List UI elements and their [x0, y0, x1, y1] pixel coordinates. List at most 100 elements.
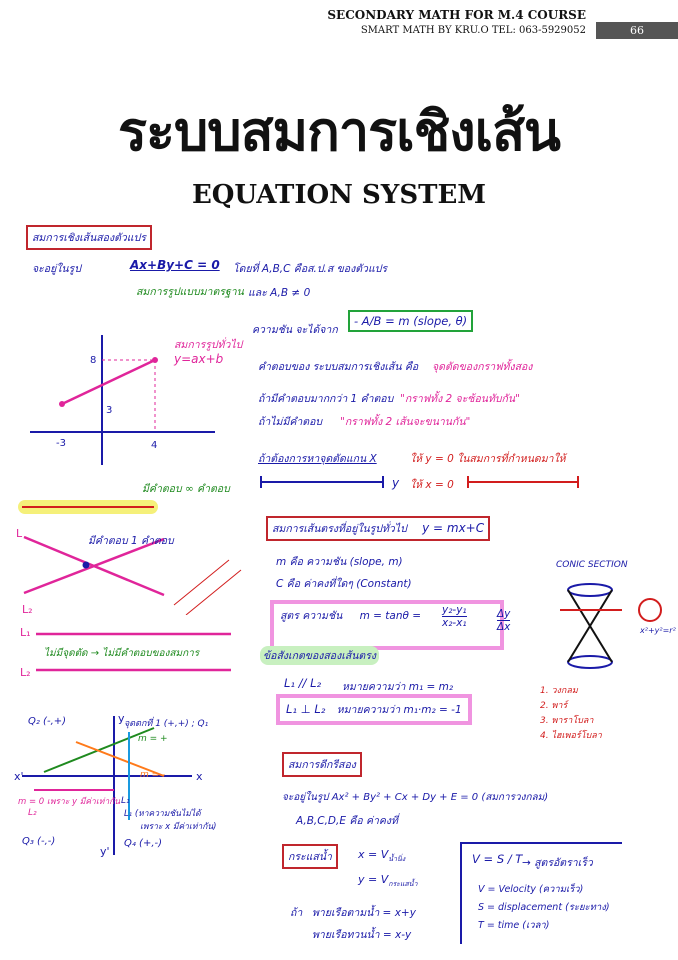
x-intercept-rule: ให้ y = 0 ในสมการที่กำหนดมาให้ — [410, 453, 566, 465]
quadrant-q4: Q₄ (+,-) — [124, 838, 163, 849]
graph-tick-4: 4 — [151, 440, 157, 451]
slope-delta-x: Δx — [497, 621, 511, 633]
quadrant-l2: L₂ — [28, 808, 37, 818]
quadrant-m-minus: m = - — [140, 770, 166, 780]
slope-fraction: y₂-y₁ x₂-x₁ — [442, 604, 467, 629]
slope-delta-fraction: Δy Δx — [497, 608, 511, 633]
intersecting-lines: L L₂ — [16, 527, 242, 615]
boat-downstream: พายเรือตามน้ำ = x+y — [312, 907, 416, 919]
section-general-line: สมการเส้นตรงที่อยู่ในรูปทั่วไป y = mx+C — [266, 516, 491, 541]
perpendicular-condition: L₁ ⊥ L₂ — [286, 702, 326, 716]
conic-title: CONIC SECTION — [556, 560, 628, 570]
graph-general-label: สมการรูปทั่วไป — [174, 339, 243, 351]
velocity-formula: V = S / T — [472, 852, 523, 866]
c-description: C คือ ค่าคงที่ใดๆ (Constant) — [276, 578, 412, 590]
boat-upstream: พายเรือทวนน้ำ = x-y — [312, 929, 412, 941]
quadrant-l1: L₁ — [121, 796, 130, 806]
perpendicular-box: L₁ ⊥ L₂ หมายความว่า m₁·m₂ = -1 — [276, 694, 472, 725]
stream-x: x = Vน้ำนิ่ง — [358, 848, 405, 865]
velocity-s: S = displacement (ระยะทาง) — [478, 902, 610, 913]
quadrant-l1-note-2: เพราะ x มีค่าเท่ากัน) — [140, 822, 217, 832]
header-course-title: SECONDARY MATH FOR M.4 COURSE — [327, 8, 586, 22]
graph-equation-label: y=ax+b — [174, 352, 224, 366]
line-label-L2: L₂ — [22, 603, 33, 615]
quad-axis-xp: x' — [14, 770, 24, 783]
many-answers-highlight: "กราฟทั้ง 2 จะซ้อนทับกัน" — [400, 393, 520, 405]
parallel-label-L2: L₂ — [20, 666, 31, 679]
quadrant-graph: x x' y y' — [14, 712, 203, 858]
graph-tick-3: 3 — [106, 405, 112, 416]
slope-delta-y: Δy — [497, 608, 511, 621]
many-answers: ถ้ามีคำตอบมากกว่า 1 คำตอบ — [258, 393, 394, 405]
answer-definition-highlight: จุดตัดของกราฟทั้งสอง — [432, 361, 533, 373]
intercept-number-lines — [260, 476, 579, 488]
quad-axis-x: x — [196, 770, 203, 783]
page-number: 66 — [596, 22, 678, 39]
section-linear-two-variables: สมการเชิงเส้นสองตัวแปร — [26, 225, 152, 250]
y-rule: ให้ x = 0 — [410, 479, 454, 491]
header-subtitle: SMART MATH BY KRU.O TEL: 063-5929052 — [360, 25, 586, 36]
velocity-t: T = time (เวลา) — [478, 920, 550, 931]
parallel-lines: L₁ L₂ — [20, 626, 231, 679]
perpendicular-description: หมายความว่า m₁·m₂ = -1 — [336, 704, 462, 716]
line-label-L: L — [16, 527, 23, 540]
velocity-arrow-note: → สูตรอัตราเร็ว — [522, 857, 593, 869]
quadrant-q1: จุดตกที่ 1 (+,+) ; Q₁ — [124, 719, 209, 729]
stream-y-sub: กระแสน้ำ — [388, 880, 418, 889]
y-label: y — [392, 476, 400, 490]
page-title-english: EQUATION SYSTEM — [191, 180, 487, 210]
second-degree-constants: A,B,C,D,E คือ ค่าคงที่ — [296, 815, 398, 827]
slope-from-coefficients: - A/B = m (slope, θ) — [348, 310, 474, 332]
no-intersection: ไม่มีจุดตัด → ไม่มีคำตอบของสมการ — [44, 648, 200, 659]
quad-axis-yp: y' — [100, 845, 110, 858]
stream-y: y = Vกระแสน้ำ — [358, 873, 418, 890]
stream-x-sub: น้ำนิ่ง — [388, 855, 406, 864]
velocity-v: V = Velocity (ความเร็ว) — [478, 884, 584, 895]
conic-diagram — [560, 583, 662, 669]
form-description: โดยที่ A,B,C คือส.ป.ส ของตัวแปร — [233, 263, 388, 275]
circle-equation: x²+y²=r² — [640, 626, 676, 635]
infinite-answers: มีคำตอบ ∞ คำตอบ — [142, 483, 230, 495]
overlapping-lines — [22, 506, 154, 508]
slope-formula-eq: m = tanθ = — [359, 610, 422, 622]
quadrant-m-plus: m = + — [138, 734, 168, 744]
two-lines-notice: ข้อสังเกตของสองเส้นตรง — [260, 646, 379, 665]
linear-graph: 8 3 -3 4 — [30, 335, 215, 465]
no-answer-highlight: "กราฟทั้ง 2 เส้นจะขนานกัน" — [340, 416, 471, 428]
form-condition: และ A,B ≠ 0 — [248, 287, 311, 299]
quad-axis-y: y — [118, 712, 125, 725]
one-answer: มีคำตอบ 1 คำตอบ — [88, 535, 174, 547]
stream-box: กระแสน้ำ — [282, 844, 338, 869]
slope-denominator: x₂-x₁ — [442, 617, 467, 629]
graph-tick-8: 8 — [90, 355, 96, 366]
velocity-box — [460, 842, 622, 944]
quadrant-q2: Q₂ (-,+) — [28, 716, 67, 727]
boat-downstream-prefix: ถ้า — [290, 907, 303, 919]
stream-x-label: x = V — [358, 848, 389, 861]
answer-definition: คำตอบของ ระบบสมการเชิงเส้น คือ — [258, 361, 419, 373]
section-second-degree: สมการดีกรีสอง — [282, 752, 362, 777]
conic-list-item: 3. พาราโบลา — [540, 716, 594, 726]
second-degree-form: จะอยู่ในรูป Ax² + By² + Cx + Dy + E = 0 … — [282, 792, 549, 803]
slope-numerator: y₂-y₁ — [442, 604, 467, 617]
section-general-line-label: สมการเส้นตรงที่อยู่ในรูปทั่วไป — [272, 523, 407, 535]
conic-list: 1. วงกลม 2. พาร์ 3. พาราโบลา 4. ไฮเพอร์โ… — [540, 684, 602, 744]
page-title-thai: ระบบสมการเชิงเส้น — [118, 100, 561, 163]
standard-form-equation: Ax+By+C = 0 — [130, 258, 220, 272]
slope-formula-box: สูตร ความชัน m = tanθ = — [270, 600, 504, 650]
x-intercept: ถ้าต้องการหาจุดตัดแกน X — [258, 453, 377, 465]
parallel-label-L1: L₁ — [20, 626, 31, 639]
section-general-line-eq: y = mx+C — [422, 521, 485, 535]
stream-y-label: y = V — [358, 873, 389, 886]
slope-formula-label: สูตร ความชัน — [280, 610, 343, 622]
m-description: m คือ ความชัน (slope, m) — [276, 556, 403, 568]
parallel-description: หมายความว่า m₁ = m₂ — [342, 681, 454, 693]
quadrant-m-zero: m = 0 เพราะ y มีค่าเท่ากัน — [18, 797, 121, 807]
slope-prefix: ความชัน จะได้จาก — [252, 324, 338, 336]
conic-list-item: 4. ไฮเพอร์โบลา — [540, 731, 602, 741]
conic-list-item: 1. วงกลม — [540, 686, 578, 696]
conic-list-item: 2. พาร์ — [540, 701, 568, 711]
graph-tick-minus3: -3 — [56, 438, 66, 449]
no-answer: ถ้าไม่มีคำตอบ — [258, 416, 323, 428]
quadrant-q3: Q₃ (-,-) — [22, 836, 56, 847]
